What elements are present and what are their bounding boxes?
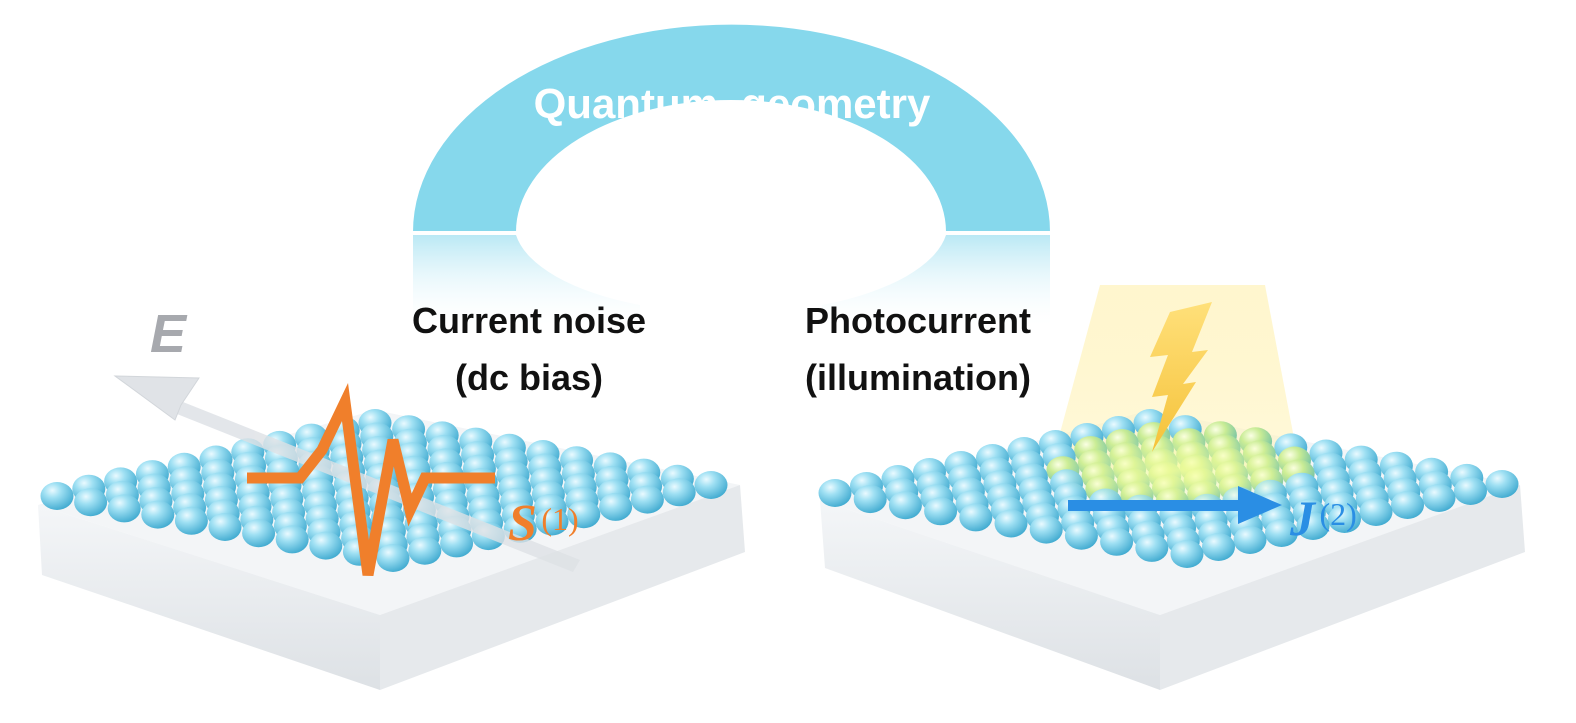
lattice-sphere <box>107 494 141 523</box>
lattice-sphere <box>1485 470 1519 498</box>
lattice-sphere <box>1170 540 1204 568</box>
lattice-sphere <box>1391 491 1424 519</box>
current-arrow-shaft <box>1068 500 1248 511</box>
lattice-sphere <box>535 507 569 536</box>
field-arrow-head <box>113 375 200 421</box>
arch-label: Quantum geometry <box>534 80 931 127</box>
field-arrow-shaft <box>172 400 580 572</box>
arch-upper <box>413 24 1050 233</box>
right-slab-front-left <box>820 500 1160 690</box>
lattice-sphere <box>1029 515 1063 544</box>
field-label: E <box>150 304 188 364</box>
lightning-icon <box>1150 302 1212 452</box>
lattice-sphere <box>1265 519 1298 547</box>
lattice-sphere <box>662 478 696 507</box>
lattice-sphere <box>1202 533 1235 561</box>
lattice-sphere <box>376 544 410 572</box>
lattice-sphere <box>567 500 601 529</box>
lattice-sphere <box>1100 527 1134 556</box>
lattice-sphere <box>924 497 958 526</box>
right-title-line1: Photocurrent <box>805 300 1031 341</box>
right-slab-front-right <box>1160 485 1525 690</box>
lattice-sphere <box>440 529 474 558</box>
lattice-sphere <box>1359 498 1393 526</box>
lattice-sphere <box>1296 512 1330 540</box>
lattice-sphere <box>1233 526 1267 554</box>
current-symbol-letter: J <box>1289 490 1317 546</box>
left-title-line1: Current noise <box>412 300 646 341</box>
current-arrow-icon <box>1068 486 1282 524</box>
lattice-sphere <box>208 513 242 541</box>
lattice-sphere <box>1328 505 1361 533</box>
lattice-sphere <box>40 482 74 510</box>
noise-waveform-icon <box>247 382 495 577</box>
noise-symbol-order: (1) <box>541 501 578 537</box>
lattice-sphere <box>1064 521 1098 550</box>
current-symbol: J (2) <box>1289 490 1357 546</box>
arch-reflection <box>413 235 1050 330</box>
lattice-sphere <box>242 519 276 548</box>
noise-symbol-letter: S <box>508 495 537 552</box>
lattice-sphere <box>74 488 108 517</box>
right-title-line2: (illumination) <box>805 357 1031 398</box>
lattice-sphere <box>1422 484 1456 512</box>
arch-divider <box>413 231 1050 234</box>
left-title-line2: (dc bias) <box>455 357 603 398</box>
lattice-sphere <box>141 500 175 529</box>
lattice-sphere <box>408 536 442 565</box>
lattice-sphere <box>1454 477 1487 505</box>
lattice-sphere <box>174 506 208 535</box>
lattice-sphere <box>853 485 887 514</box>
lattice-sphere <box>818 479 852 507</box>
lattice-sphere <box>994 509 1028 538</box>
current-symbol-order: (2) <box>1319 496 1356 532</box>
left-slab-front-right <box>380 485 745 690</box>
lattice-sphere <box>1135 533 1169 562</box>
quantum-geometry-arch: Quantum geometry <box>413 24 1050 330</box>
lattice-sphere <box>888 491 922 520</box>
lattice-sphere <box>694 471 728 499</box>
lattice-sphere <box>630 485 664 514</box>
current-arrow-head <box>1238 486 1282 524</box>
lattice-sphere <box>275 525 309 554</box>
lattice-sphere <box>599 492 633 521</box>
field-arrow-icon <box>113 375 580 572</box>
left-slab-front-left <box>38 505 380 690</box>
right-slab <box>818 285 1525 690</box>
lattice-sphere <box>959 503 993 532</box>
illuminated-glow <box>1055 432 1305 508</box>
lattice-sphere <box>309 531 343 560</box>
noise-symbol: S (1) <box>508 495 579 552</box>
